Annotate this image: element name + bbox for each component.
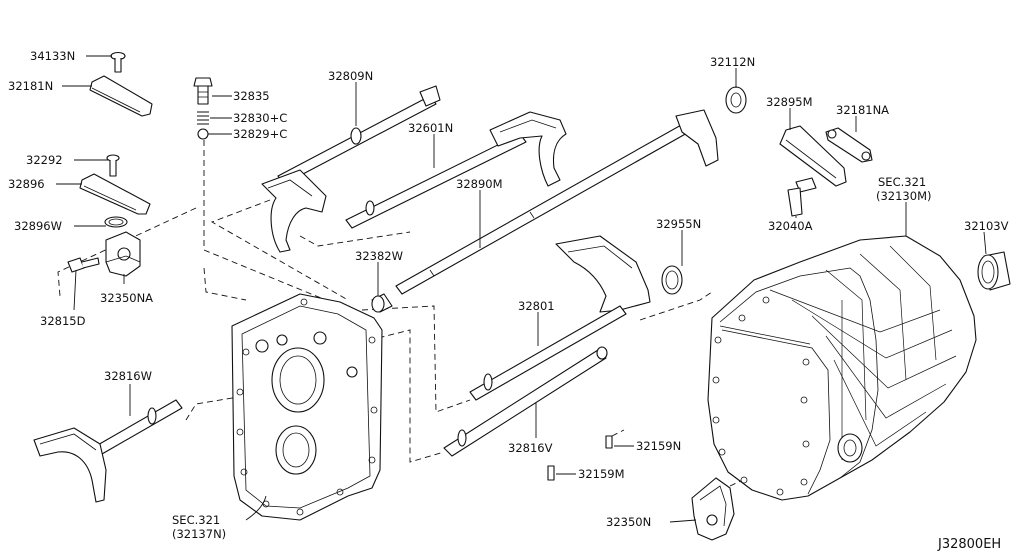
label-32159m: 32159M xyxy=(578,467,625,481)
plate-32895m xyxy=(779,125,847,187)
label-sec321-main: SEC.321 xyxy=(878,175,926,189)
front-case-32137n xyxy=(231,293,383,521)
fork-32601n xyxy=(489,111,567,187)
label-32601n: 32601N xyxy=(408,121,453,135)
label-32103v: 32103V xyxy=(964,219,1009,233)
label-32890m: 32890M xyxy=(456,177,503,191)
label-32829c: 32829+C xyxy=(233,127,287,141)
bolt-32815d xyxy=(67,257,100,273)
rod-32601n xyxy=(345,133,527,229)
bolt-32040a xyxy=(787,177,817,217)
label-sec321-main-sub: (32130M) xyxy=(876,189,931,203)
rod-32816v xyxy=(443,346,608,457)
bushing-32382w xyxy=(371,293,393,313)
main-case-bolt-holes xyxy=(712,296,810,496)
seal-32955n xyxy=(661,265,683,295)
label-32382w: 32382W xyxy=(355,249,403,263)
spring-32830c xyxy=(197,111,209,125)
label-32809n: 32809N xyxy=(328,69,373,83)
label-32181na: 32181NA xyxy=(836,103,889,117)
label-32181n: 32181N xyxy=(8,79,53,93)
label-32112n: 32112N xyxy=(710,55,755,69)
label-32816w: 32816W xyxy=(104,369,152,383)
label-32896: 32896 xyxy=(8,177,45,191)
label-32830c: 32830+C xyxy=(233,111,287,125)
bolt-34133n xyxy=(110,51,126,73)
bracket-32350na xyxy=(105,231,141,277)
front-case-bolt-holes xyxy=(236,298,378,516)
washer-32896w xyxy=(104,216,128,228)
bolt-32835 xyxy=(193,77,213,105)
link-32181na xyxy=(825,127,873,163)
label-sec321-front: SEC.321 xyxy=(172,513,220,527)
plate-32181n xyxy=(89,75,153,117)
plate-32896 xyxy=(79,173,151,215)
label-32896w: 32896W xyxy=(14,219,62,233)
bracket-32350n xyxy=(691,477,735,541)
label-32816v: 32816V xyxy=(508,441,553,455)
label-32292: 32292 xyxy=(26,153,63,167)
rod-32809n xyxy=(277,85,441,185)
main-case-ribs xyxy=(769,245,957,460)
label-34133n: 34133N xyxy=(30,49,75,63)
pin-32159m xyxy=(547,465,555,481)
label-32835: 32835 xyxy=(233,89,270,103)
shaft-32890m xyxy=(395,109,719,295)
fork-32809n xyxy=(261,169,327,253)
bearing-32112n xyxy=(725,86,747,114)
label-32955n: 32955N xyxy=(656,217,701,231)
label-32815d: 32815D xyxy=(40,314,86,328)
ball-32829c xyxy=(197,128,209,140)
main-case-32130m xyxy=(707,235,977,501)
label-32159n: 32159N xyxy=(636,439,681,453)
label-32350na: 32350NA xyxy=(100,291,153,305)
fork-32801 xyxy=(555,235,651,313)
part-labels: 34133N 32181N 32835 32830+C 32829+C 3280… xyxy=(8,49,1009,552)
diagram-code: J32800EH xyxy=(937,537,1001,552)
label-32350n: 32350N xyxy=(606,515,651,529)
pin-32159n xyxy=(605,435,613,449)
bolt-32292 xyxy=(106,154,120,177)
label-32040a: 32040A xyxy=(768,219,813,233)
rod-32816w xyxy=(95,399,183,455)
leader-lines xyxy=(56,55,987,523)
label-32801: 32801 xyxy=(518,299,555,313)
label-32895m: 32895M xyxy=(766,95,813,109)
fork-32816w xyxy=(33,427,107,503)
rod-32801 xyxy=(469,305,627,401)
sleeve-32103v xyxy=(977,251,1011,291)
label-sec321-front-sub: (32137N) xyxy=(172,527,226,541)
